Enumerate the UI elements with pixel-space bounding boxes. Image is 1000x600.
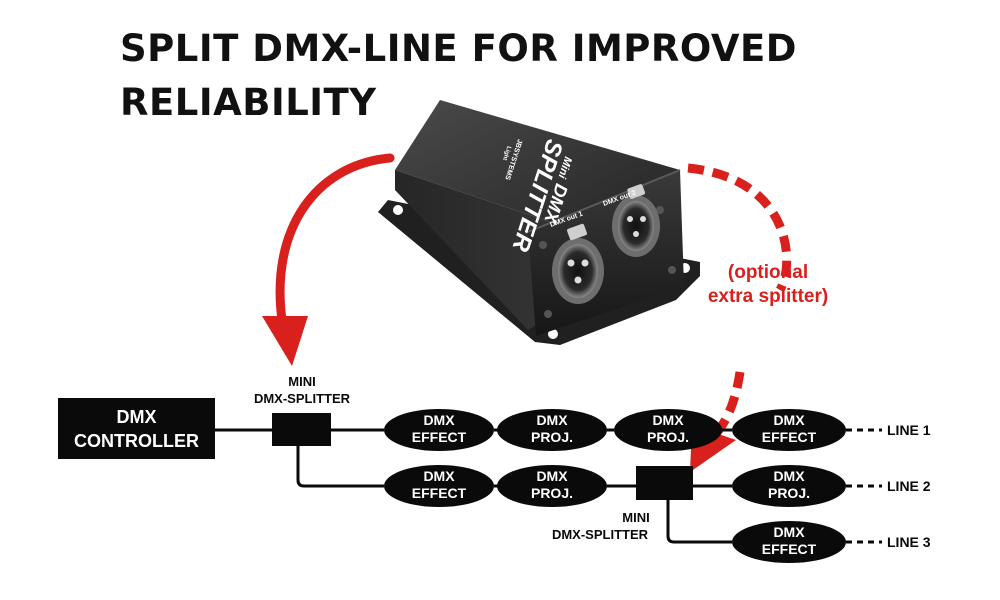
flange-hole	[548, 329, 558, 339]
line-3-label: LINE 3	[887, 534, 931, 550]
device-brand-sub: Light	[501, 145, 511, 161]
node-label-line1: DMX	[423, 412, 455, 428]
node-label-line2: PROJ.	[768, 485, 810, 501]
line-2-label: LINE 2	[887, 478, 931, 494]
node-label-line1: DMX	[423, 468, 455, 484]
optional-note-line1: (optional	[728, 262, 808, 283]
line2-node-2: DMX PROJ.	[497, 465, 607, 507]
extra-splitter-box	[636, 466, 693, 500]
line1-node-3: DMX PROJ.	[614, 409, 722, 451]
node-label-line2: PROJ.	[531, 485, 573, 501]
flange-hole	[393, 205, 403, 215]
line2-node-3: DMX PROJ.	[732, 465, 846, 507]
main-splitter-arrow	[262, 153, 395, 366]
node-label-line1: DMX	[536, 412, 568, 428]
extra-splitter-label-line2: DMX-SPLITTER	[552, 527, 649, 542]
line-1-label: LINE 1	[887, 422, 931, 438]
line1-node-2: DMX PROJ.	[497, 409, 607, 451]
cables	[215, 428, 732, 544]
controller-label-line2: CONTROLLER	[74, 431, 199, 451]
xlr-out2-connector	[612, 184, 660, 257]
line3-node-1: DMX EFFECT	[732, 521, 846, 563]
main-splitter-label-line2: DMX-SPLITTER	[254, 391, 351, 406]
device-port-in: DMX in	[588, 118, 600, 140]
diagram-title: SPLIT DMX-LINE FOR IMPROVED RELIABILITY	[120, 27, 797, 124]
node-label-line2: EFFECT	[412, 429, 467, 445]
node-label-line2: EFFECT	[762, 429, 817, 445]
extra-splitter-label-line1: MINI	[622, 510, 649, 525]
main-splitter-box	[272, 413, 331, 446]
node-label-line1: DMX	[652, 412, 684, 428]
controller-label-line1: DMX	[117, 407, 157, 427]
node-label-line2: EFFECT	[412, 485, 467, 501]
node-label-line2: EFFECT	[762, 541, 817, 557]
node-label-line2: PROJ.	[647, 429, 689, 445]
line1-node-1: DMX EFFECT	[384, 409, 494, 451]
arrow-head	[262, 316, 308, 366]
node-label-line1: DMX	[773, 468, 805, 484]
node-label-line2: PROJ.	[531, 429, 573, 445]
line2-node-1: DMX EFFECT	[384, 465, 494, 507]
optional-note-line2: extra splitter)	[708, 286, 828, 307]
main-splitter-label-line1: MINI	[288, 374, 315, 389]
node-label-line1: DMX	[773, 412, 805, 428]
splitter-device-illustration: Mini DMX SPLITTER JBSYSTEMS Light DMX in…	[378, 67, 700, 345]
node-label-line1: DMX	[773, 524, 805, 540]
node-label-line1: DMX	[536, 468, 568, 484]
line1-node-4: DMX EFFECT	[732, 409, 846, 451]
line-continuations	[846, 428, 882, 544]
dmx-controller-box	[58, 398, 215, 459]
xlr-out1-connector	[552, 223, 604, 304]
